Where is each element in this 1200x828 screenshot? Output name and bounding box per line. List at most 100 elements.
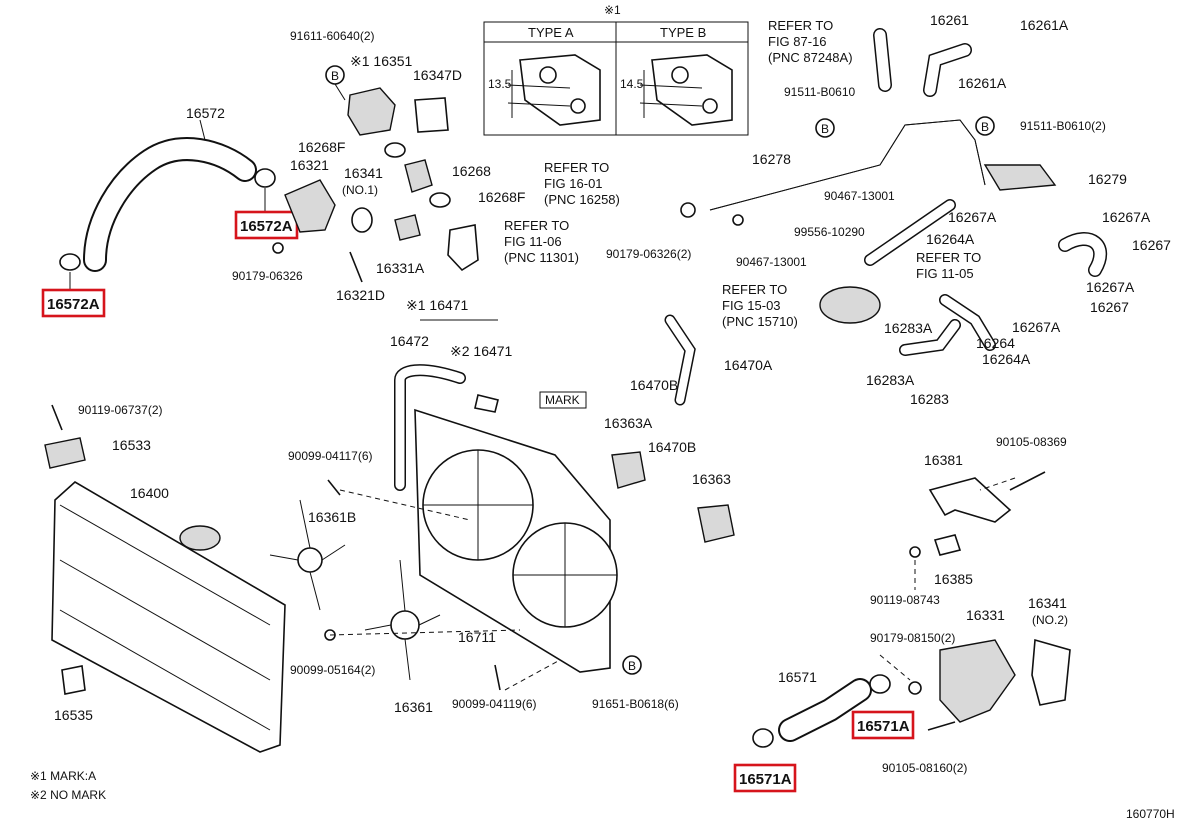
- ref-87-16-line2: FIG 87-16: [768, 34, 827, 49]
- label-16278: 16278: [752, 151, 791, 167]
- label-16470A: 16470A: [724, 357, 773, 373]
- label-16283A-a: 16283A: [884, 320, 933, 336]
- hose-16267: [1059, 233, 1106, 276]
- svg-text:B: B: [981, 120, 989, 134]
- label-99556: 99556-10290: [794, 225, 865, 239]
- marker-b-4: [622, 655, 642, 675]
- label-16341-no1: (NO.1): [342, 183, 378, 197]
- highlight-16572A-left: [41, 288, 106, 318]
- label-91511-b0610-2: 91511-B0610(2): [1020, 119, 1106, 133]
- label-16268: 16268: [452, 163, 491, 179]
- label-16571: 16571: [778, 669, 817, 685]
- label-90467-13001-a: 90467-13001: [824, 189, 895, 203]
- ref-11-06-line1: REFER TO: [504, 218, 569, 233]
- label-90119-06737: 90119-06737(2): [78, 403, 163, 417]
- upper-hose-group: 16572 16572A 16572A: [41, 105, 299, 318]
- fan-group: 90099-04117(6) 16361B 90099-05164(2) 163…: [269, 391, 679, 715]
- label-16261A-a: 16261A: [1020, 17, 1069, 33]
- label-16267A-a: 16267A: [948, 209, 997, 225]
- hose-clamp-left: [59, 253, 81, 271]
- label-16361B: 16361B: [308, 509, 356, 525]
- o-ring-16268F-b: [429, 192, 451, 208]
- pump-ref-part: [447, 224, 479, 272]
- ref-87-16-line1: REFER TO: [768, 18, 833, 33]
- label-16385: 16385: [934, 571, 973, 587]
- label-90099-04119: 90099-04119(6): [452, 697, 537, 711]
- motor-16363: [697, 504, 735, 543]
- label-16267A-d: 16267A: [1012, 319, 1061, 335]
- ref-15-03-line1: REFER TO: [722, 282, 787, 297]
- label-91511-b0610: 91511-B0610: [784, 85, 856, 99]
- label-16321: 16321: [290, 157, 329, 173]
- label-16264A-b: 16264A: [982, 351, 1031, 367]
- marker-b-2: [815, 118, 835, 138]
- fan-16361B: [297, 547, 323, 573]
- label-16363A: 16363A: [604, 415, 653, 431]
- label-16571A-right: 16571A: [857, 718, 910, 735]
- ref-16-01-line3: (PNC 16258): [544, 192, 620, 207]
- label-16267-b: 16267: [1090, 299, 1129, 315]
- radiator-cap: [179, 525, 221, 551]
- label-16471-top: ※1 16471: [406, 297, 469, 313]
- cap-16471: [474, 394, 499, 413]
- ref-15-03-line2: FIG 15-03: [722, 298, 781, 313]
- legend-note-2: ※2 NO MARK: [30, 788, 106, 802]
- label-16571A-left: 16571A: [739, 771, 792, 788]
- clamp-16385: [933, 534, 962, 556]
- gasket-16341-no2: [1031, 638, 1071, 706]
- label-91651: 91651-B0618(6): [592, 697, 679, 711]
- label-16470B-a: 16470B: [630, 377, 678, 393]
- label-90099-05164: 90099-05164(2): [290, 663, 375, 677]
- legend-note-1: ※1 MARK:A: [30, 769, 96, 783]
- drain-16535: [61, 665, 86, 695]
- label-16472: 16472: [390, 333, 429, 349]
- label-16535: 16535: [54, 707, 93, 723]
- type-a-label: TYPE A: [528, 25, 574, 40]
- lower-right-group: 16381 90105-08369 16385 90119-08743 1633…: [733, 435, 1071, 793]
- label-16331A: 16331A: [376, 260, 425, 276]
- label-16267A-b: 16267A: [1102, 209, 1151, 225]
- label-16470B-b: 16470B: [648, 439, 696, 455]
- gasket-16347D: [414, 97, 449, 133]
- label-16363: 16363: [692, 471, 731, 487]
- housing-type-b: [651, 54, 733, 126]
- o-ring-16268F-a: [384, 142, 406, 158]
- radiator-16400: [51, 481, 286, 753]
- highlight-16571A-left: [733, 763, 797, 793]
- label-16261: 16261: [930, 12, 969, 28]
- marker-b-3: [975, 116, 995, 136]
- ref-87-16-line3: (PNC 87248A): [768, 50, 853, 65]
- hose-16264: [940, 295, 995, 350]
- hose-16472: [395, 365, 465, 490]
- ref-16-01-line2: FIG 16-01: [544, 176, 603, 191]
- label-90179-08150: 90179-08150(2): [870, 631, 955, 645]
- ref-16-01-line1: REFER TO: [544, 160, 609, 175]
- stud-16321D: [349, 251, 363, 283]
- fan-16361: [390, 610, 420, 640]
- gasket-16341: [351, 207, 373, 233]
- label-16341: 16341: [344, 165, 383, 181]
- lower-clamp-left: [752, 728, 774, 748]
- ref-11-06-line2: FIG 11-06: [504, 234, 562, 249]
- label-16264: 16264: [976, 335, 1015, 351]
- housing-type-a: [519, 54, 601, 126]
- svg-text:B: B: [331, 69, 339, 83]
- label-16572A-right: 16572A: [240, 218, 293, 235]
- label-90467-13001-b: 90467-13001: [736, 255, 807, 269]
- label-90119-08743: 90119-08743: [870, 593, 940, 607]
- ref-15-03-line3: (PNC 15710): [722, 314, 798, 329]
- water-outlet-16321: [284, 179, 336, 233]
- label-16381: 16381: [924, 452, 963, 468]
- label-16267-a: 16267: [1132, 237, 1171, 253]
- label-16341-no2: (NO.2): [1032, 613, 1068, 627]
- label-90179-06326: 90179-06326: [232, 269, 303, 283]
- lower-clamp-right: [869, 674, 891, 694]
- ref-11-06-line3: (PNC 11301): [504, 250, 579, 265]
- svg-text:B: B: [628, 659, 636, 673]
- dimension-b: 14.5: [620, 77, 644, 91]
- hose-16283: [900, 320, 960, 355]
- water-inlet-16331: [939, 639, 1016, 723]
- label-16331: 16331: [966, 607, 1005, 623]
